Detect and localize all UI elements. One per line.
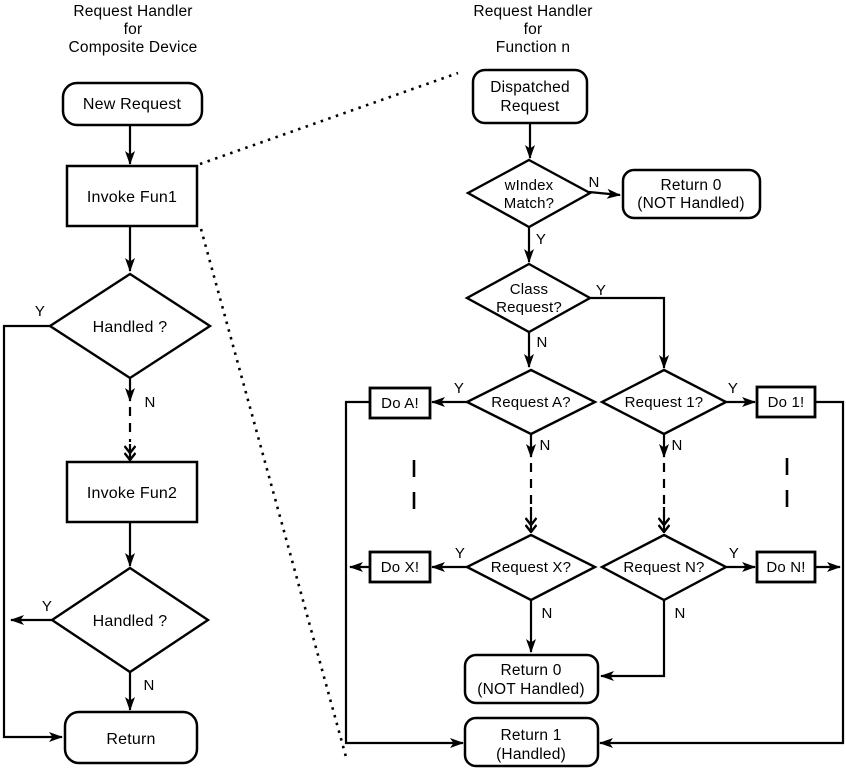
node-do-n-label: Do N! [766, 559, 805, 576]
node-return1-label1: Return 1 [500, 727, 561, 744]
node-invoke-fun1 [65, 164, 199, 228]
node-dispatched-request-label1: Dispatched [490, 79, 570, 96]
left-chart: Request Handler for Composite Device New… [2, 3, 213, 765]
node-windex-match-label1: wIndex [504, 177, 554, 194]
node-new-request-label: New Request [83, 96, 182, 113]
label-request-n-yes: Y [729, 545, 739, 562]
node-request-a-label: Request A? [491, 394, 571, 411]
node-class-request-label2: Request? [496, 299, 562, 316]
right-chart: Request Handler for Function n Dispatche… [344, 3, 845, 768]
node-do-x-label: Do X! [381, 559, 420, 576]
node-request-1-label: Request 1? [625, 394, 704, 411]
node-return0-top [621, 168, 762, 220]
label-class-yes: Y [596, 282, 606, 299]
left-chart-title-line1: Request Handler [73, 3, 192, 20]
label-request-x-yes: Y [455, 545, 465, 562]
edge-right-rail-to-return1 [599, 400, 845, 748]
node-new-request [61, 81, 204, 127]
node-handled-1-label: Handled ? [93, 319, 168, 336]
node-invoke-fun2 [65, 460, 199, 524]
node-request-x-label: Request X? [491, 559, 571, 576]
node-do-1-label: Do 1! [768, 394, 805, 411]
label-request-x-no: N [541, 605, 552, 622]
label-windex-yes: Y [536, 231, 546, 248]
label-handled2-yes: Y [42, 598, 52, 615]
node-class-request-label1: Class [510, 281, 549, 298]
left-chart-title-line3: Composite Device [69, 39, 198, 56]
label-request-a-no: N [539, 437, 550, 454]
node-return-label: Return [106, 731, 155, 748]
label-handled2-no: N [143, 677, 154, 694]
edge-left-rail-to-return1 [344, 400, 464, 748]
node-return0-top-label2: (NOT Handled) [637, 195, 744, 212]
zoom-connector-top-dotted-line [199, 71, 459, 166]
right-chart-title-line1: Request Handler [473, 3, 592, 20]
node-return [63, 710, 199, 765]
node-return1 [463, 716, 600, 768]
label-request-a-yes: Y [454, 380, 464, 397]
edge-windex-no-to-return0-top [588, 188, 621, 199]
label-class-no: N [536, 334, 547, 351]
edge-class-yes-to-request1 [590, 296, 669, 369]
node-handled-2-label: Handled ? [93, 613, 168, 630]
node-do-a-label: Do A! [381, 395, 419, 412]
node-windex-match-label2: Match? [504, 195, 554, 212]
label-windex-no: N [588, 174, 599, 191]
label-request-n-no: N [674, 605, 685, 622]
node-invoke-fun2-label: Invoke Fun2 [87, 485, 177, 502]
node-dispatched-request-label2: Request [500, 98, 560, 115]
node-return0-bottom [463, 653, 600, 705]
node-return0-bottom-label1: Return 0 [500, 662, 561, 679]
node-return0-top-label1: Return 0 [660, 177, 721, 194]
right-chart-title-line2: for [524, 21, 543, 38]
node-return1-label2: (Handled) [496, 746, 566, 763]
label-handled1-yes: Y [35, 303, 45, 320]
left-chart-title-line2: for [124, 21, 143, 38]
zoom-connector-bottom-dotted-line [199, 228, 348, 758]
label-request-1-yes: Y [728, 380, 738, 397]
node-return0-bottom-label2: (NOT Handled) [477, 681, 584, 698]
label-handled1-no: N [144, 394, 155, 411]
label-request-1-no: N [671, 437, 682, 454]
node-request-n-label: Request N? [623, 559, 704, 576]
node-invoke-fun1-label: Invoke Fun1 [87, 189, 177, 206]
right-chart-title-line3: Function n [496, 39, 570, 56]
edge-request-n-no-to-return0 [600, 600, 666, 681]
edge-handled1-yes-to-return [2, 324, 63, 742]
